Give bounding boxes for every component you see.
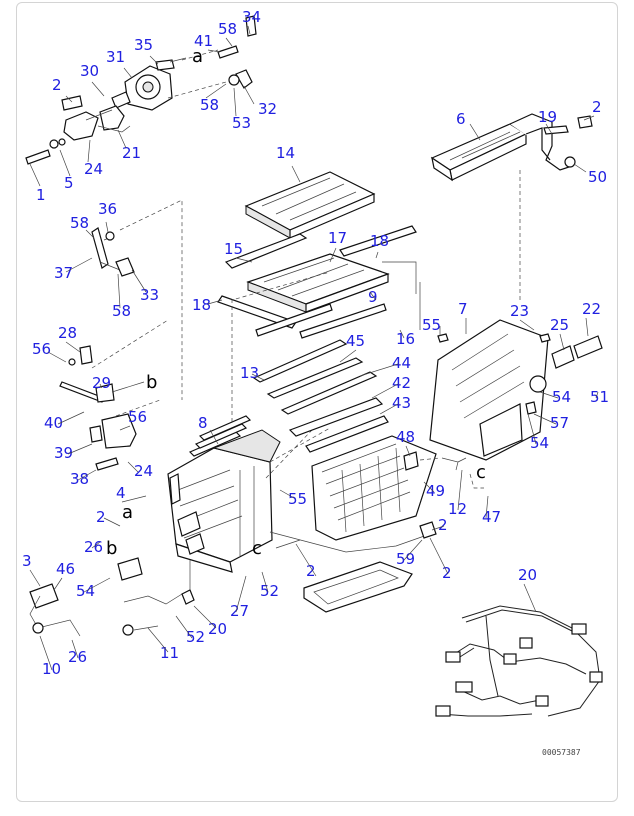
callout: 9	[368, 288, 378, 306]
callout: 43	[392, 394, 411, 412]
callout: 17	[328, 229, 347, 247]
callout: 2	[438, 516, 448, 534]
callout: 30	[80, 62, 99, 80]
callout: 55	[422, 316, 441, 334]
callout: 55	[288, 490, 307, 508]
callout: 37	[54, 264, 73, 282]
evaporator-seals	[252, 339, 389, 453]
callout: 23	[510, 302, 529, 320]
callout: 58	[200, 96, 219, 114]
callout: 34	[242, 8, 261, 26]
callout: 53	[232, 114, 251, 132]
callout: 3	[22, 552, 32, 570]
callout: 49	[426, 482, 445, 500]
callout: 24	[134, 462, 153, 480]
callout: 57	[550, 414, 569, 432]
callout: 14	[276, 144, 295, 162]
callout: 31	[106, 48, 125, 66]
reference-letter: b	[106, 538, 117, 559]
leader-lines	[29, 25, 599, 671]
callout: 58	[70, 214, 89, 232]
callout: 19	[538, 108, 557, 126]
callout: 54	[552, 388, 571, 406]
callout: 44	[392, 354, 411, 372]
callout: 56	[128, 408, 147, 426]
callout: 4	[116, 484, 126, 502]
reference-letters: a a b b c c	[106, 46, 486, 559]
callout: 46	[56, 560, 75, 578]
callout: 42	[392, 374, 411, 392]
callout: 52	[186, 628, 205, 646]
callout: 47	[482, 508, 501, 526]
callout: 2	[592, 98, 602, 116]
callout: 28	[58, 324, 77, 342]
wiring-lines	[269, 473, 484, 553]
callout: 18	[370, 232, 389, 250]
callout: 58	[112, 302, 131, 320]
callout: 12	[448, 500, 467, 518]
callout: 8	[198, 414, 208, 432]
callout: 2	[442, 564, 452, 582]
small-parts-left	[59, 199, 183, 471]
heater-core-assembly	[430, 113, 593, 300]
callout: 18	[192, 296, 211, 314]
callout: 50	[588, 168, 607, 186]
callout: 45	[346, 332, 365, 350]
callout: 2	[306, 562, 316, 580]
callout: 21	[122, 144, 141, 162]
callout: 33	[140, 286, 159, 304]
drain-duct	[303, 561, 413, 613]
callout: 32	[258, 100, 277, 118]
callout: 27	[230, 602, 249, 620]
callout: 36	[98, 200, 117, 218]
blower-motor-assembly	[25, 15, 257, 165]
callout: 54	[530, 434, 549, 452]
callout: 22	[582, 300, 601, 318]
callout: 40	[44, 414, 63, 432]
callout: 7	[458, 300, 468, 318]
callout: 35	[134, 36, 153, 54]
evaporator-core	[311, 435, 437, 541]
servo-and-sensors	[29, 557, 195, 637]
callout: 6	[456, 110, 466, 128]
callout: 48	[396, 428, 415, 446]
callout: 20	[518, 566, 537, 584]
reference-letter: a	[192, 46, 203, 67]
callout: 51	[590, 388, 609, 406]
callout: 59	[396, 550, 415, 568]
wiring-harness	[435, 605, 603, 717]
callout: 25	[550, 316, 569, 334]
callout: 39	[54, 444, 73, 462]
callout: 29	[92, 374, 111, 392]
callout: 24	[84, 160, 103, 178]
callout: 2	[52, 76, 62, 94]
air-conditioner-housing	[167, 271, 331, 573]
callout: 15	[224, 240, 243, 258]
reference-letter: b	[146, 372, 157, 393]
callout: 1	[36, 186, 46, 204]
callout: 56	[32, 340, 51, 358]
callout: 41	[194, 32, 213, 50]
callout: 16	[396, 330, 415, 348]
callout: 5	[64, 174, 74, 192]
housing-right-half	[419, 319, 603, 471]
reference-letter: c	[252, 538, 262, 559]
callout: 2	[96, 508, 106, 526]
callout: 13	[240, 364, 259, 382]
callout: 58	[218, 20, 237, 38]
reference-letter: a	[122, 502, 133, 523]
reference-letter: c	[476, 462, 486, 483]
filter-panel	[217, 171, 421, 339]
callout-labels: 34 58 35 41 31 2 30 58 32 53 21 24 5 1 6…	[22, 8, 609, 678]
callout: 52	[260, 582, 279, 600]
callout: 11	[160, 644, 179, 662]
drawing-code: 00057387	[542, 748, 581, 757]
